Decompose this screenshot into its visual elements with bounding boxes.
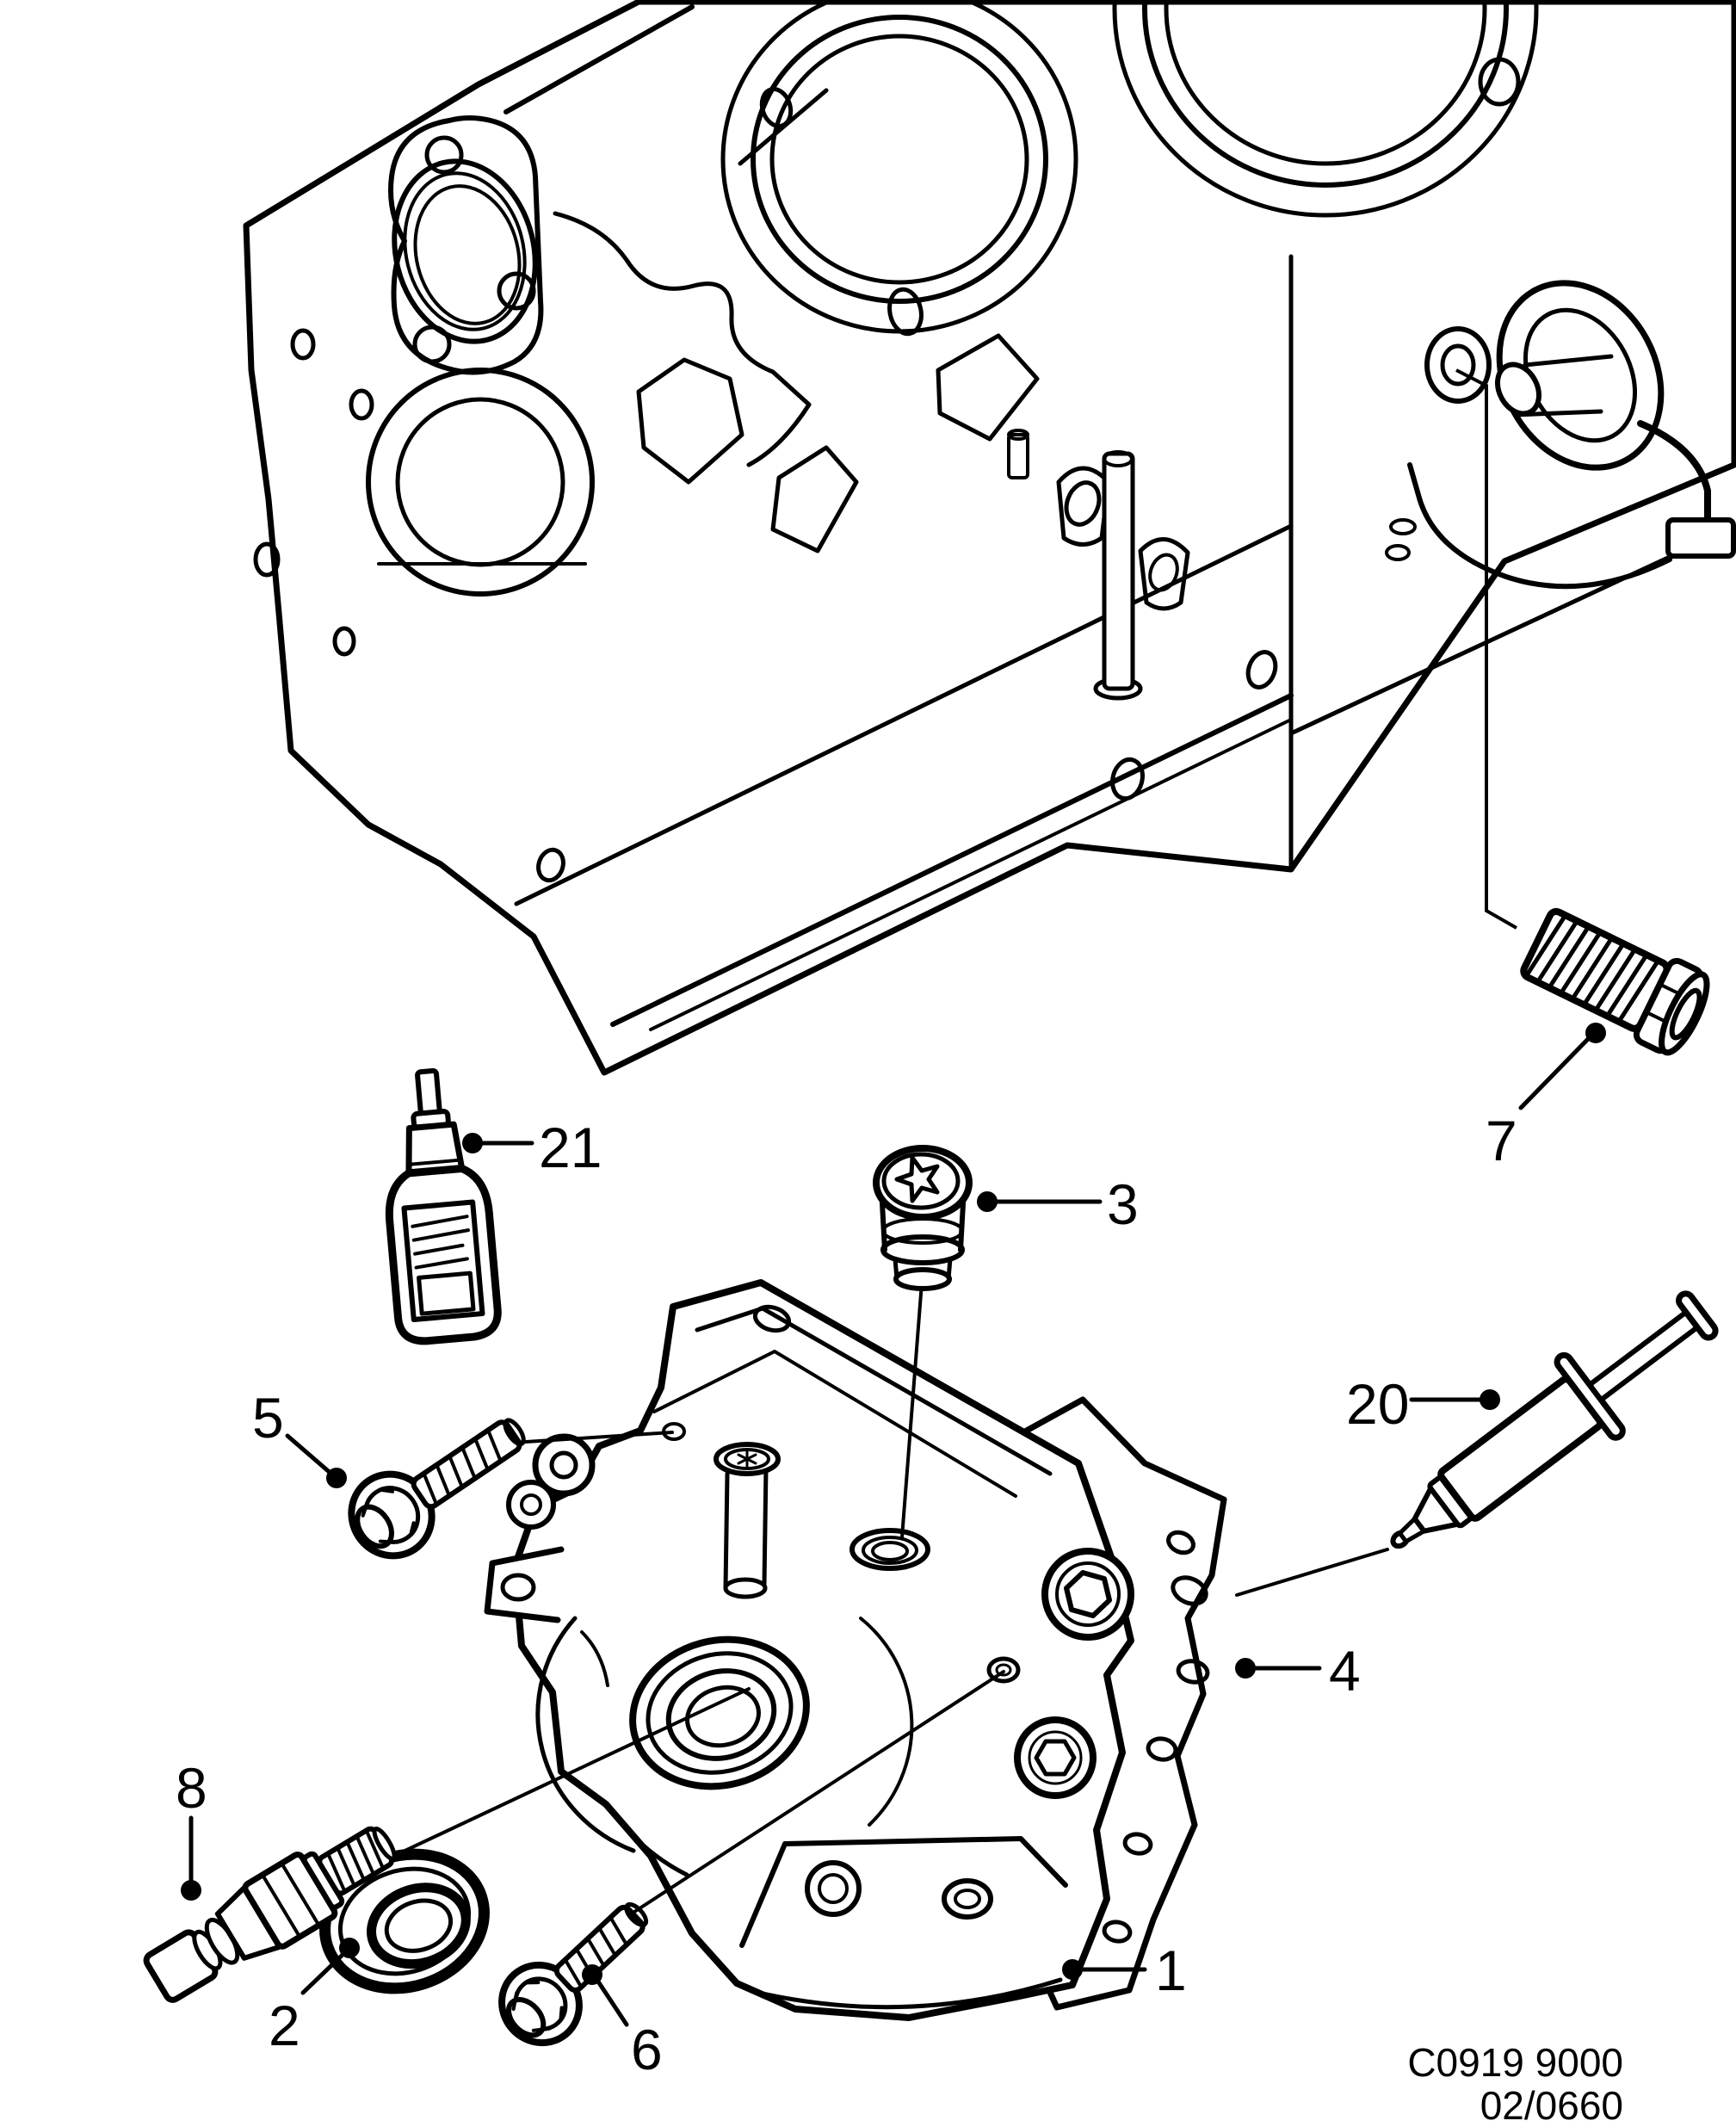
- part-8-oil-pressure-sensor: [143, 1826, 397, 2003]
- part-20-sealant-syringe: [1390, 1290, 1719, 1549]
- leader-line-syringe-to-gasket: [1235, 1548, 1389, 1597]
- part-6-bolt: [498, 1901, 649, 2047]
- cylinder-bore: [1142, 0, 1509, 188]
- callout-label-7: 7: [1486, 1109, 1517, 1172]
- callout-20[interactable]: 20: [1346, 1372, 1500, 1436]
- plate-hole: [752, 1304, 792, 1333]
- callout-layer: 1 2 3 4 5 6 7 8 20 21: [176, 1023, 1606, 2081]
- callout-label-21: 21: [539, 1116, 602, 1179]
- plug-hole: [849, 1528, 930, 1571]
- callout-dot: [1585, 1023, 1606, 1043]
- cylinder-bore: [751, 15, 1048, 304]
- crankshaft-seal-bore: [535, 1616, 914, 1853]
- flange-bolt-hole: [412, 325, 452, 364]
- part-7-threaded-fitting: [1520, 907, 1710, 1056]
- callout-label-6: 6: [631, 2018, 663, 2081]
- part-1-timing-cover-housing: [484, 1279, 1134, 2021]
- callout-leader-line: [594, 1976, 629, 2027]
- flange-bore-ring: [413, 184, 522, 325]
- assembly-leader-lines: [250, 1281, 1389, 1936]
- callout-dot: [977, 1191, 998, 1212]
- sensor-cable: [1407, 462, 1672, 590]
- flange-bolt-hole: [497, 271, 536, 311]
- bottle-label: [401, 1199, 485, 1323]
- cylinder-bore-inner: [1164, 0, 1487, 166]
- part-3-plug: [873, 1145, 973, 1291]
- callout-label-5: 5: [252, 1386, 284, 1450]
- water-pump-flange: [388, 115, 544, 375]
- callout-1[interactable]: 1: [1062, 1938, 1187, 2002]
- callout-dot: [326, 1468, 347, 1488]
- housing-silhouette: [511, 1279, 1134, 2021]
- cylinder-bore-gasket-ring: [1112, 0, 1539, 218]
- block-holes: [253, 57, 1521, 883]
- callout-label-1: 1: [1155, 1938, 1187, 2002]
- callout-label-8: 8: [176, 1756, 207, 1820]
- part-21-locking-fluid-bottle: [385, 1067, 502, 1345]
- callout-7[interactable]: 7: [1486, 1023, 1606, 1172]
- callout-dot: [339, 1938, 360, 1958]
- housing-top-plate-inner: [652, 1350, 1017, 1498]
- callout-label-20: 20: [1346, 1372, 1409, 1436]
- callout-21[interactable]: 21: [462, 1116, 602, 1179]
- callout-label-3: 3: [1107, 1172, 1139, 1236]
- torx-star-icon: [894, 1155, 940, 1203]
- callout-leader-line: [285, 1433, 335, 1477]
- callout-dot: [1235, 1658, 1256, 1679]
- cover-screw: [714, 1442, 781, 1599]
- oil-pan-rails: [514, 466, 1736, 1031]
- block-deck-details: [553, 88, 1294, 870]
- footer-doc-code: C0919 9000: [1407, 2040, 1623, 2085]
- callout-5[interactable]: 5: [252, 1386, 347, 1488]
- syringe-plunger: [1588, 1311, 1699, 1401]
- callout-leader-line: [1518, 1034, 1593, 1110]
- block-top-edge: [504, 4, 695, 114]
- crankshaft-bearing-bore: [366, 368, 595, 597]
- part-2-seal-ring: [319, 1848, 490, 1994]
- callout-label-2: 2: [269, 1994, 300, 2057]
- callout-leader-line: [300, 1951, 347, 1995]
- socket-plug-boss: [1014, 1548, 1134, 1799]
- callout-2[interactable]: 2: [269, 1938, 360, 2057]
- callout-3[interactable]: 3: [977, 1172, 1139, 1236]
- callout-dot: [1062, 1959, 1083, 1980]
- callout-label-4: 4: [1329, 1639, 1361, 1703]
- bolt-hole-recess: [986, 1656, 1021, 1684]
- housing-ears: [506, 1422, 686, 1530]
- callout-dot: [582, 1964, 602, 1985]
- sensor-elbow: [1637, 420, 1711, 523]
- sensor-probe: [1495, 362, 1541, 417]
- sensor-connector: [1665, 517, 1736, 559]
- torx-icon: [737, 1450, 757, 1468]
- callout-4[interactable]: 4: [1235, 1639, 1361, 1703]
- sensor-port-hole: [1424, 326, 1492, 404]
- leader-line-sensor-port-to-part7: [1455, 368, 1517, 930]
- bottle-label-text-lines: [411, 1215, 470, 1270]
- footer-revision: 02/0660: [1480, 2083, 1623, 2127]
- callout-dot: [462, 1133, 483, 1153]
- callout-6[interactable]: 6: [582, 1964, 663, 2081]
- dowel-stud: [1007, 429, 1143, 701]
- flange-bore-ring: [403, 171, 527, 331]
- engine-block-silhouette: [243, 0, 1736, 1076]
- flange-bore: [392, 158, 538, 344]
- housing-base: [580, 1630, 1068, 2010]
- callout-dot: [1480, 1389, 1500, 1410]
- callout-8[interactable]: 8: [176, 1756, 207, 1901]
- engine-block: [243, 0, 1736, 1076]
- crankshaft-position-sensor: [1385, 280, 1736, 590]
- leader-line-bolt6-to-hole: [598, 1670, 1005, 1936]
- cylinder-bore-inner: [769, 34, 1029, 285]
- flange-bolt-hole: [424, 135, 464, 175]
- housing-left-lug: [484, 1546, 565, 1623]
- leader-line-plug3-to-hole: [900, 1281, 924, 1539]
- part-5-bolt: [348, 1418, 526, 1560]
- sensor-port-hole-inner: [1440, 343, 1476, 386]
- callout-dot: [181, 1880, 201, 1901]
